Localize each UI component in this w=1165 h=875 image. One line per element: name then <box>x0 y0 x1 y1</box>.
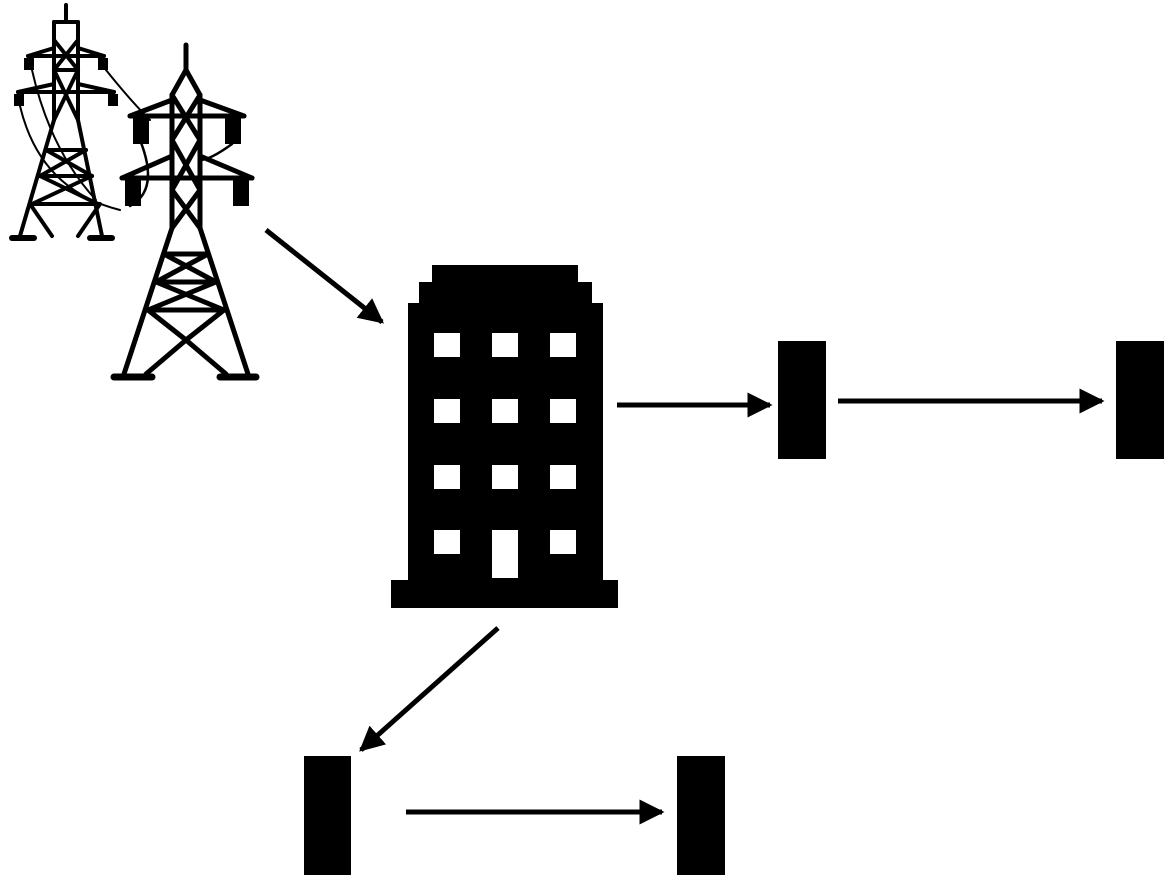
block-right-1 <box>778 341 826 459</box>
arrow-towers-to-building <box>264 228 384 324</box>
office-building-icon <box>391 265 618 608</box>
block-bottom-1 <box>304 756 351 875</box>
power-transmission-tower-icon <box>9 3 151 241</box>
arrow-building-to-block-bottom-1 <box>359 626 500 752</box>
block-bottom-2 <box>677 756 725 875</box>
block-right-2 <box>1116 341 1164 459</box>
power-transmission-tower-icon <box>110 42 260 381</box>
